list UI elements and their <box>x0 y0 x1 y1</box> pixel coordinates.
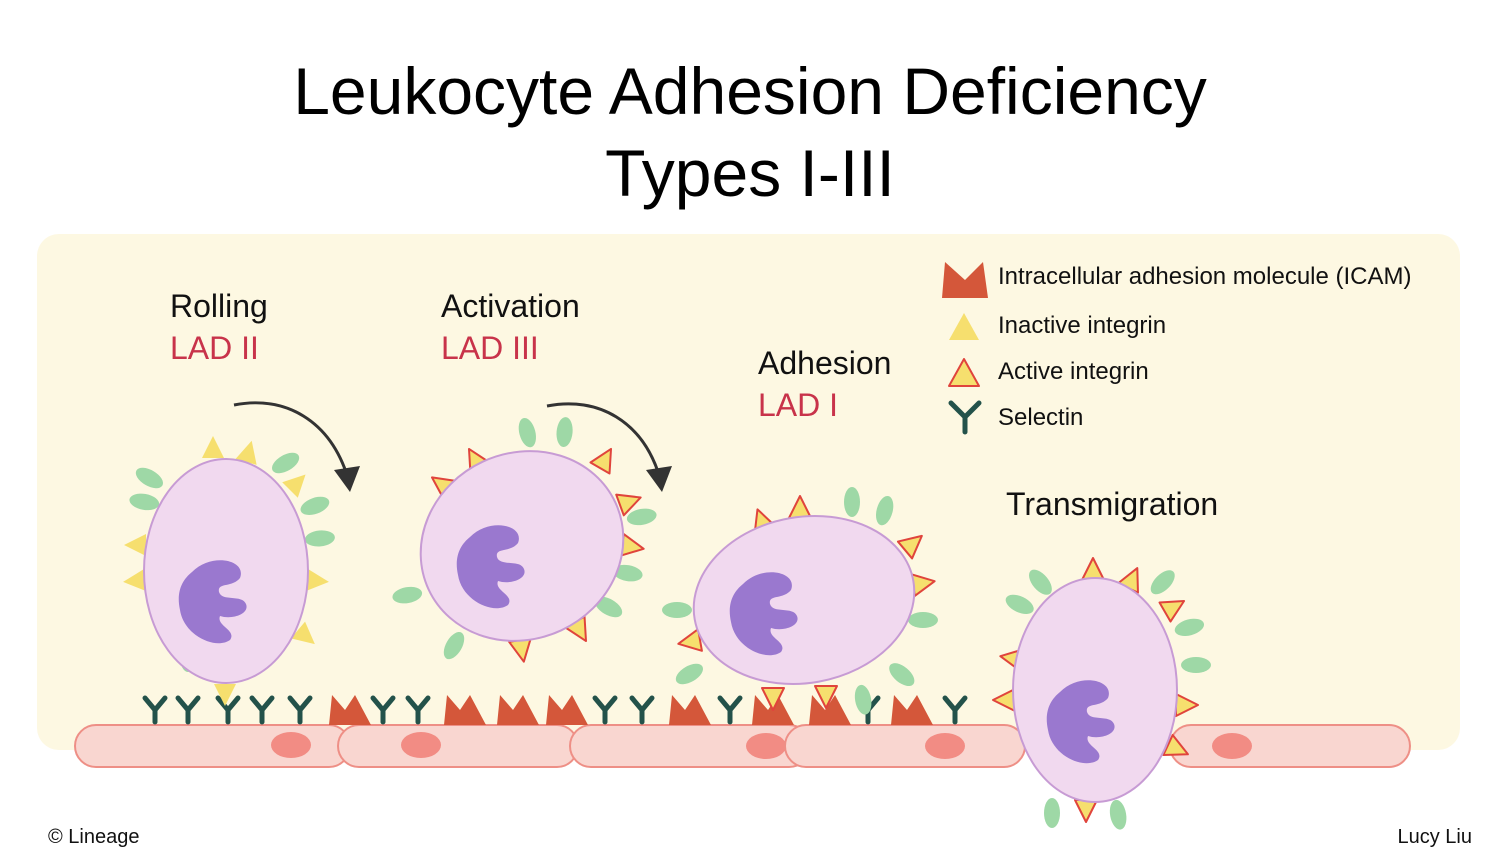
selectin-icon <box>408 698 428 722</box>
stage-adhesion: Adhesion LAD I <box>758 342 891 426</box>
icam-icon <box>891 695 933 725</box>
selectin-icon <box>290 698 310 722</box>
legend-selectin-label: Selectin <box>998 404 1084 431</box>
selectin-icon <box>373 698 393 722</box>
selectin-icon <box>178 698 198 722</box>
selectin-icon <box>945 698 965 722</box>
leukocyte-transmigration <box>992 557 1211 831</box>
icam-icon <box>546 695 588 725</box>
endothelial-nucleus <box>271 732 311 758</box>
selectin-icon <box>632 698 652 722</box>
icam-icon <box>444 695 486 725</box>
stage-activation: Activation LAD III <box>441 285 580 369</box>
endothelial-cell <box>784 724 1026 768</box>
stage-name: Activation <box>441 288 580 324</box>
icam-icon <box>669 695 711 725</box>
icam-icon <box>329 695 371 725</box>
stage-lad: LAD II <box>170 330 259 366</box>
endothelial-nucleus <box>1212 733 1252 759</box>
stage-lad: LAD I <box>758 387 839 423</box>
selectin-icon <box>720 698 740 722</box>
activation-arrow <box>546 402 672 492</box>
legend-icons <box>942 262 988 435</box>
endothelial-nucleus <box>746 733 786 759</box>
author-credit: Lucy Liu <box>1397 826 1473 848</box>
stage-lad: LAD III <box>441 330 539 366</box>
leukocyte-adhesion <box>662 487 938 716</box>
endothelial-nucleus <box>925 733 965 759</box>
title-line-1: Leukocyte Adhesion Deficiency <box>293 54 1207 128</box>
endothelial-cell <box>337 724 579 768</box>
selectin-icon <box>252 698 272 722</box>
endothelial-cell <box>1169 724 1411 768</box>
selectin-icon <box>595 698 615 722</box>
icam-icon <box>497 695 539 725</box>
endothelium <box>74 724 1411 768</box>
leukocyte-activation <box>391 416 658 665</box>
legend-inactive-integrin-label: Inactive integrin <box>998 312 1167 339</box>
page-title: Leukocyte Adhesion Deficiency Types I-II… <box>0 50 1500 214</box>
active-integrin-icon <box>948 358 980 387</box>
selectin-icon <box>948 400 982 435</box>
stage-name: Adhesion <box>758 345 892 381</box>
selectin-icon <box>218 698 238 722</box>
leukocyte-rolling <box>122 436 336 706</box>
stage-rolling: Rolling LAD II <box>170 285 268 369</box>
icam-icon <box>942 262 988 298</box>
copyright-credit: © Lineage <box>48 826 140 848</box>
legend-active-integrin-label: Active integrin <box>998 358 1149 385</box>
rolling-arrow <box>233 401 360 492</box>
surface-molecules <box>145 695 965 725</box>
stage-transmigration: Transmigration <box>1006 483 1218 525</box>
legend-icam-label: Intracellular adhesion molecule (ICAM) <box>998 263 1412 290</box>
stage-name: Rolling <box>170 288 268 324</box>
title-line-2: Types I-III <box>605 136 895 210</box>
inactive-integrin-icon <box>949 313 979 340</box>
stage-name: Transmigration <box>1006 486 1219 522</box>
endothelial-nucleus <box>401 732 441 758</box>
selectin-icon <box>145 698 165 722</box>
